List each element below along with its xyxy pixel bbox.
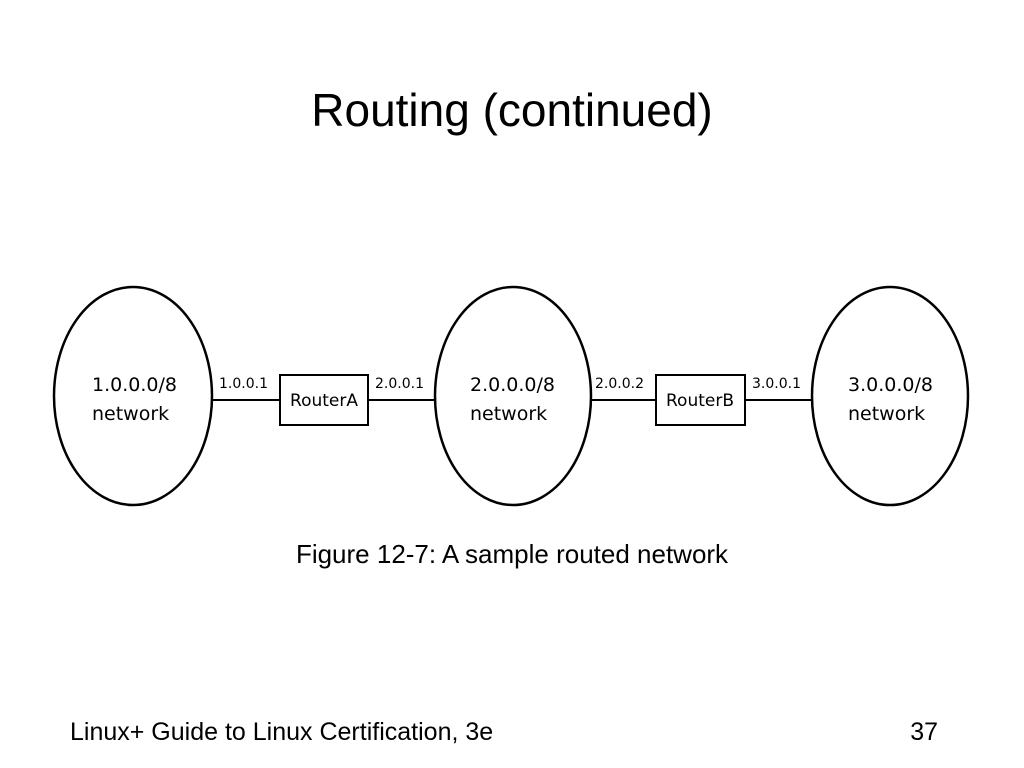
network-1-ellipse [52,285,214,507]
network-2-ellipse [433,285,593,507]
router-b-left-port: 2.0.0.2 [595,376,644,392]
page-number: 37 [910,718,938,746]
router-a-right-port: 2.0.0.1 [375,376,424,392]
router-a-name: RouterA [290,391,358,411]
network-3-ellipse [810,285,970,507]
router-b-right-port: 3.0.0.1 [752,376,801,392]
network-3-label: network [848,403,925,425]
slide-title: Routing (continued) [311,84,713,136]
router-b-box [655,374,746,426]
network-1-label: network [92,403,169,425]
router-a-box [279,374,369,426]
network-2-address: 2.0.0.0/8 [470,374,555,396]
router-b-name: RouterB [666,391,734,411]
network-3-address: 3.0.0.0/8 [848,374,933,396]
network-2-label: network [470,403,547,425]
network-1-address: 1.0.0.0/8 [92,374,177,396]
figure-caption: Figure 12-7: A sample routed network [295,539,729,569]
footer-text: Linux+ Guide to Linux Certification, 3e [70,718,494,746]
router-a-left-port: 1.0.0.1 [219,376,268,392]
